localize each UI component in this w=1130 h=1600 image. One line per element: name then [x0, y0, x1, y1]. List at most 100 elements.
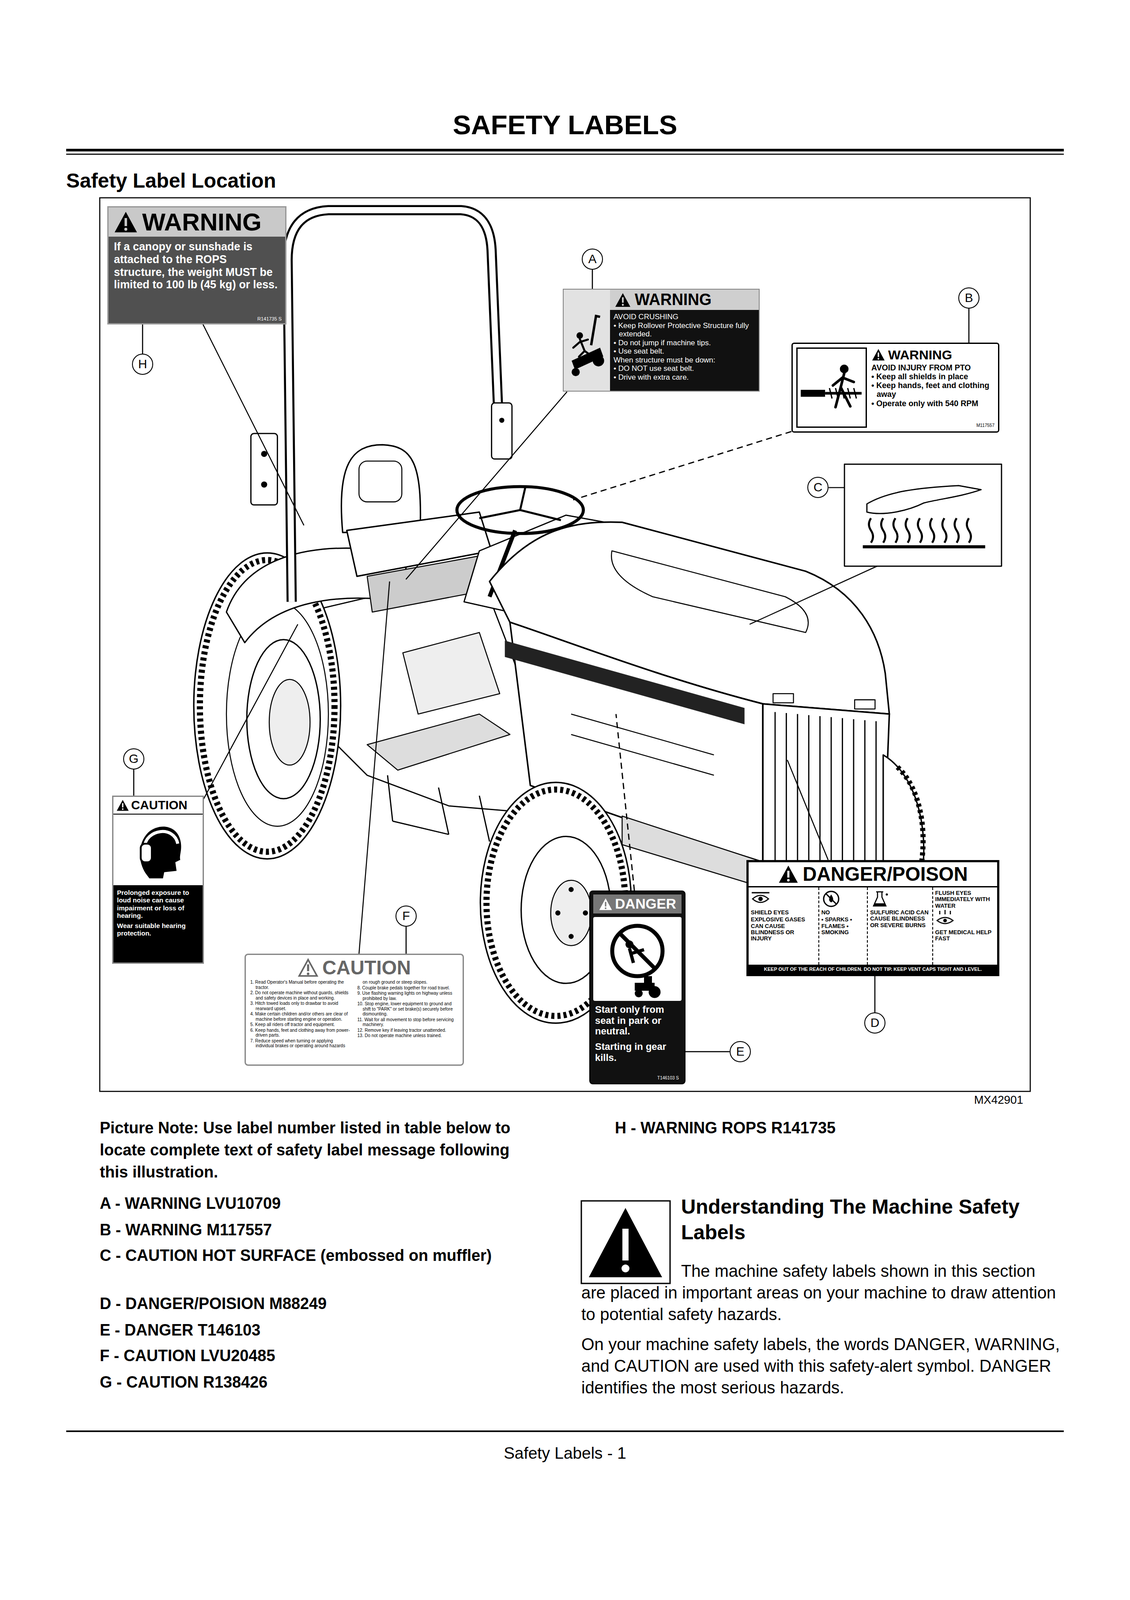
tractor-illustration-part: [358, 460, 402, 502]
caution-triangle-part: [307, 964, 310, 971]
subsection-heading: Understanding The Machine Safety Labels: [681, 1193, 1066, 1245]
danger-triangle-part: [604, 907, 607, 909]
label-text: T146103 S: [593, 1075, 679, 1081]
callout-letter-circle: D: [864, 1012, 886, 1034]
warning-triangle-part: [124, 227, 128, 231]
label-text: 10. Stop engine, lower equipment to grou…: [357, 1001, 459, 1017]
warning-triangle-part: [877, 352, 879, 357]
tractor-illustration-part: [193, 305, 305, 526]
label-text: 11. Wait for all movement to stop before…: [357, 1017, 459, 1028]
label-text: 2. Do not operate machine without guards…: [250, 990, 352, 1001]
start-hazard-pictogram-part: [625, 940, 634, 949]
crush-pictogram-part: [571, 367, 580, 376]
label-list-item: C - CAUTION HOT SURFACE (embossed on muf…: [99, 1244, 524, 1267]
tractor-illustration-part: [287, 210, 501, 602]
tractor-illustration-part: [406, 391, 568, 580]
caution-triangle-part: [122, 802, 124, 808]
callout-letter-circle: A: [581, 248, 603, 270]
tractor-illustration-part: [341, 444, 421, 533]
callout-letter: D: [870, 1016, 880, 1029]
title-rule-thin: [66, 153, 1064, 155]
tractor-illustration-part: [582, 910, 588, 916]
leader-line: [685, 1050, 730, 1053]
callout-letter-circle: C: [807, 476, 829, 498]
label-text: • Keep all shields in place: [871, 372, 995, 381]
label-text: Start only from seat in park or neutral.: [595, 1004, 680, 1037]
title-rule-thick: [66, 148, 1064, 152]
label-text: If a canopy or sunshade is attached to t…: [113, 240, 280, 291]
tractor-illustration-part: [260, 450, 268, 457]
label-list-item: F - CAUTION LVU20485: [99, 1344, 524, 1367]
tractor-illustration-part: [555, 910, 561, 916]
tractor-illustration-part: [199, 624, 298, 806]
pto-pictogram-part: [839, 364, 849, 374]
section-heading: Safety Label Location: [66, 168, 685, 193]
tractor-illustration-part: [358, 581, 390, 954]
tractor-illustration-part: [866, 485, 982, 514]
tractor-illustration-part: [573, 431, 792, 500]
figure-frame: [99, 197, 1031, 1092]
callout-letter-circle: E: [729, 1040, 751, 1063]
crush-pictogram: [566, 299, 608, 381]
tractor-illustration-part: [621, 815, 763, 888]
picture-note: Picture Note: Use label number listed in…: [99, 1116, 524, 1183]
tractor-illustration-part: [367, 713, 510, 770]
caution-label: CAUTIONProlonged exposure to loud noise …: [112, 795, 204, 964]
no-flame-icon-part: [828, 894, 833, 903]
tractor-illustration-part: [568, 933, 574, 939]
label-text: 3. Hitch towed loads only to drawbar to …: [250, 1000, 352, 1011]
label-text: FLUSH EYES IMMEDIATELY WITH WATER: [935, 889, 995, 909]
tractor-illustration-part: [611, 550, 809, 633]
flush-eyes-icon-part: [937, 917, 953, 924]
warning-triangle: [614, 292, 632, 308]
label-text: 6. Keep hands, feet and clothing away fr…: [250, 1027, 352, 1038]
label-text: 5. Keep all riders off tractor and equip…: [250, 1021, 352, 1028]
tractor-illustration-part: [250, 433, 278, 505]
start-hazard-pictogram-part: [612, 925, 663, 976]
label-text: Starting in gear kills.: [595, 1041, 680, 1063]
body-paragraph: The machine safety labels shown in this …: [581, 1260, 1064, 1326]
crush-pictogram-part: [592, 354, 604, 367]
acid-icon-part: [873, 891, 886, 906]
label-list-item: G - CAUTION R138426: [99, 1371, 524, 1394]
danger-label: DANGER/POISONSHIELD EYESEXPLOSIVE GASES …: [746, 859, 1000, 976]
eye-shield-icon-part: [751, 892, 770, 894]
callout-letter-circle: B: [958, 287, 980, 309]
flush-eyes-icon-part: [939, 909, 951, 915]
label-text: AVOID CRUSHING: [613, 312, 756, 322]
label-list-item: B - WARNING M117557: [99, 1218, 524, 1241]
hearing-pictogram: [127, 818, 189, 881]
leader-line: [133, 769, 135, 796]
start-hazard-pictogram-part: [644, 975, 652, 984]
start-hazard-pictogram-part: [648, 986, 661, 999]
label-text: 12. Remove key if leaving tractor unatte…: [357, 1027, 459, 1033]
warning-label: WARNINGIf a canopy or sunshade is attach…: [107, 206, 287, 325]
caution-triangle-part: [299, 959, 317, 976]
danger-triangle: [777, 864, 799, 884]
tractor-illustration: [193, 210, 1002, 1023]
danger-triangle: [598, 897, 613, 911]
label-text: 1. Read Operator's Manual before operati…: [250, 979, 352, 990]
label-text: Wear suitable hearing protection.: [116, 921, 200, 938]
flush-eyes-icon: [935, 908, 955, 929]
label-text: KEEP OUT OF THE REACH OF CHILDREN. DO NO…: [751, 966, 995, 972]
page-footer: Safety Labels - 1: [0, 1443, 1130, 1463]
warning-label: WARNINGAVOID INJURY FROM PTO• Keep all s…: [791, 342, 1000, 433]
start-hazard-pictogram: [604, 919, 671, 999]
warning-label: WARNINGAVOID CRUSHING• Keep Rollover Pro…: [562, 288, 760, 392]
hearing-pictogram-part: [140, 843, 152, 863]
caution-triangle-part: [121, 808, 124, 810]
tractor-illustration-part: [869, 518, 972, 543]
label-text: 4. Make certain children and/or others a…: [250, 1011, 352, 1022]
warning-triangle: [871, 348, 886, 362]
safety-alert-icon-part: [621, 1264, 630, 1273]
callout-letter-circle: H: [131, 353, 154, 375]
label-text: • Do not jump if machine tips.: [613, 338, 756, 348]
label-text: R141735 S: [112, 316, 282, 322]
callout-letter-circle: G: [123, 748, 145, 770]
tractor-illustration-part: [269, 679, 310, 765]
label-text: 13. Do not operate machine unless traine…: [357, 1032, 459, 1039]
label-text: GET MEDICAL HELP FAST: [935, 929, 995, 942]
tractor-illustration-part: [749, 565, 878, 625]
callout-letter-circle: F: [395, 905, 417, 927]
